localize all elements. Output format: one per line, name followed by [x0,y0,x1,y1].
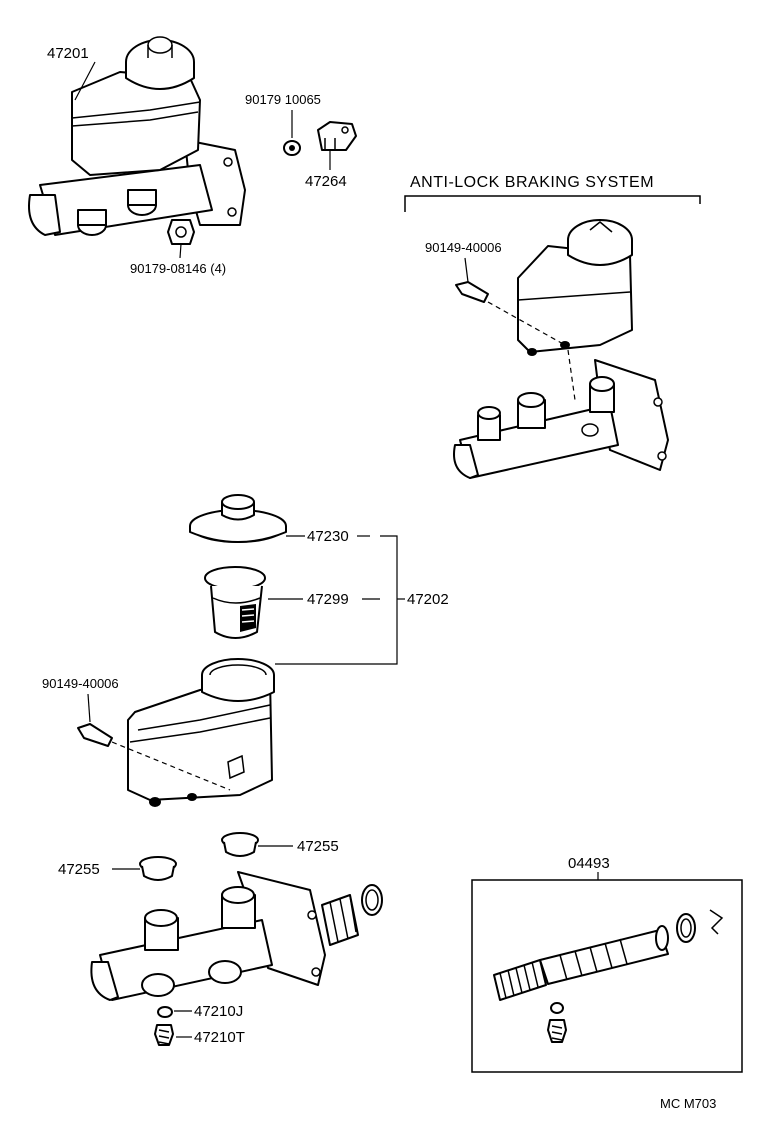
label-90179-08146: 90179-08146 (4) [130,261,226,276]
label-47210T: 47210T [194,1029,245,1046]
repair-kit-04493-parts [493,909,724,1043]
label-47210J: 47210J [194,1003,243,1020]
master-cylinder-assembly-47201 [28,36,246,245]
reservoir-cap-47230 [189,494,287,543]
label-47202: 47202 [407,591,449,608]
label-90149-40006: 90149-40006 [42,676,119,691]
repair-kit-box [471,879,743,1073]
gasket-47210J [157,1006,173,1018]
bolt-47210T [154,1024,174,1046]
label-47255-left: 47255 [58,861,100,878]
label-04493: 04493 [568,855,610,872]
label-47255-right: 47255 [297,838,339,855]
grommet-47255-right [221,832,259,857]
reservoir-strainer-47299 [204,566,266,639]
label-47264: 47264 [305,173,347,190]
label-47230: 47230 [307,528,349,545]
label-47299: 47299 [307,591,349,608]
reservoir-tank-47202 [127,658,275,807]
bracket-47264 [317,121,357,151]
grommet-47255-left [139,856,177,881]
bolt-90149-40006 [77,723,113,747]
nut-90179-10065 [283,140,301,156]
label-90179-10065: 90179 10065 [245,92,321,107]
label-90149-40006-abs: 90149-40006 [425,240,502,255]
abs-section-title: ANTI-LOCK BRAKING SYSTEM [410,174,654,191]
master-cylinder-body [90,871,383,1001]
abs-master-cylinder-assembly [453,219,669,479]
diagram-code: MC M703 [660,1096,716,1111]
label-47201: 47201 [47,45,89,62]
